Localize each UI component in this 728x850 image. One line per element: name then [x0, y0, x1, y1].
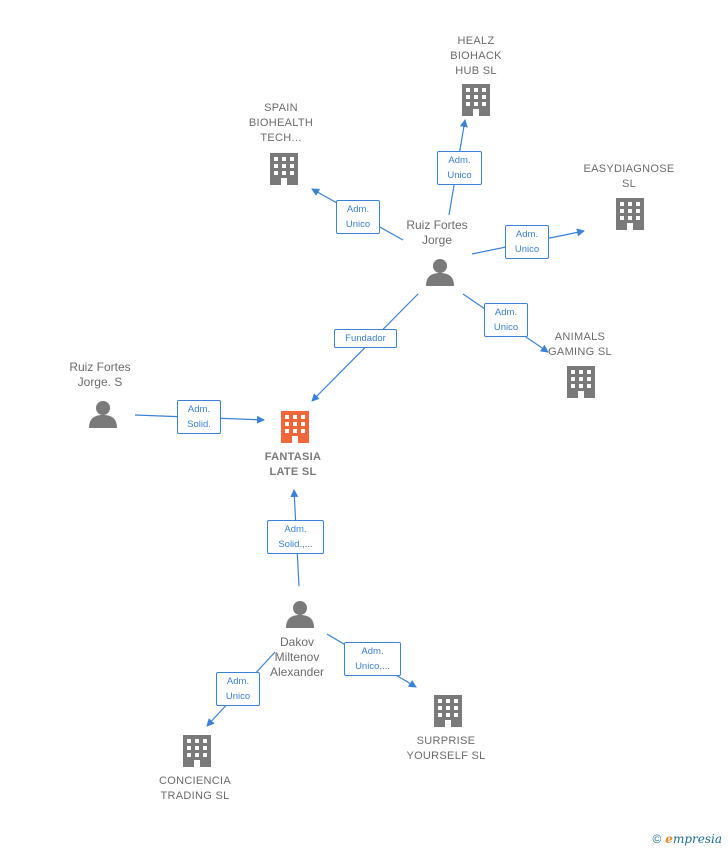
company-label-healz[interactable]: HEALZ BIOHACK HUB SL: [450, 35, 502, 77]
person-icon[interactable]: [286, 601, 314, 628]
person-label-ruiz-jorge[interactable]: Ruiz Fortes Jorge: [406, 218, 468, 247]
person-label-ruiz-jorge-s[interactable]: Ruiz Fortes Jorge. S: [69, 360, 131, 389]
company-label-surprise[interactable]: SURPRISE YOURSELF SL: [406, 735, 486, 762]
company-label-animals[interactable]: ANIMALS GAMING SL: [548, 331, 612, 358]
company-label-easydiagnose[interactable]: EASYDIAGNOSE SL: [583, 163, 675, 190]
building-icon[interactable]: [462, 84, 490, 116]
edge-label-healz: Adm. Unico: [437, 151, 482, 185]
building-icon[interactable]: [281, 411, 309, 443]
edge-label-easydiagnose: Adm. Unico: [505, 225, 549, 259]
company-label-spain[interactable]: SPAIN BIOHEALTH TECH...: [248, 102, 314, 144]
brand-initial: e: [665, 832, 673, 846]
edge-label-solid2: Adm. Solid.,...: [267, 520, 324, 554]
brand-footer: ©empresia: [652, 832, 722, 846]
edge-label-spain: Adm. Unico: [336, 200, 380, 234]
building-icon[interactable]: [616, 198, 644, 230]
edge-label-fundador: Fundador: [334, 329, 397, 348]
building-icon[interactable]: [567, 366, 595, 398]
company-label-conciencia[interactable]: CONCIENCIA TRADING SL: [158, 775, 232, 802]
person-icon[interactable]: [89, 401, 117, 428]
edge-label-solid: Adm. Solid.: [177, 400, 221, 434]
building-icon[interactable]: [270, 153, 298, 185]
person-label-dakov[interactable]: Dakov Miltenov Alexander: [269, 635, 325, 679]
brand-name: mpresia: [672, 832, 722, 846]
building-icon[interactable]: [434, 695, 462, 727]
edge-label-animals: Adm. Unico: [484, 303, 528, 337]
edge-label-conciencia: Adm. Unico: [216, 672, 260, 706]
person-icon[interactable]: [426, 259, 454, 286]
copyright-symbol: ©: [652, 832, 662, 846]
building-icon[interactable]: [183, 735, 211, 767]
edge-label-unico2: Adm. Unico,...: [344, 642, 401, 676]
company-label-fantasia[interactable]: FANTASIA LATE SL: [264, 451, 322, 478]
